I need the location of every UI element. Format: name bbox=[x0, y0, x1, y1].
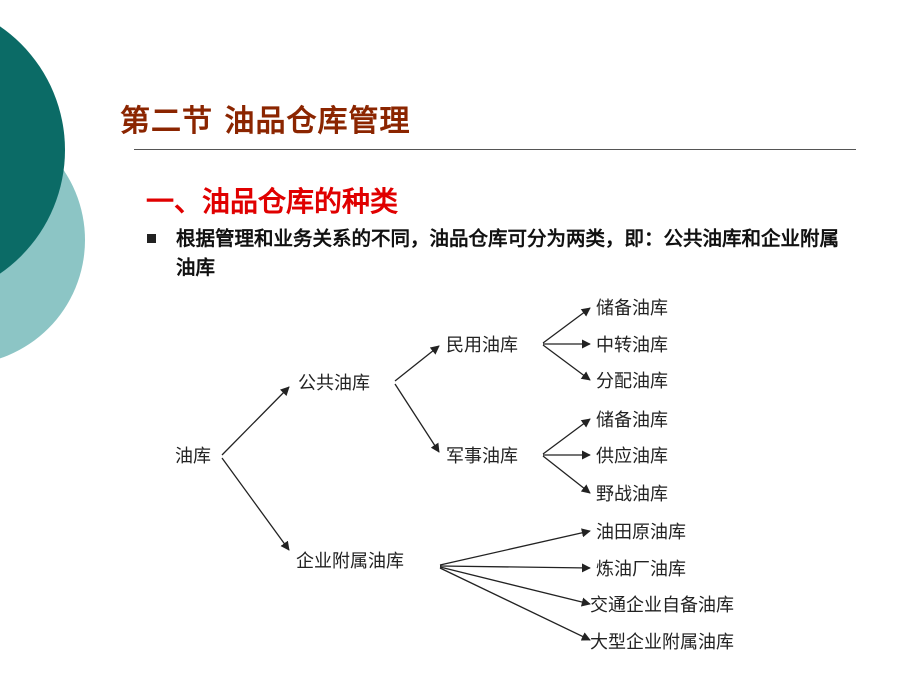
node-enterprise: 企业附属油库 bbox=[296, 551, 404, 572]
node-civil-child: 分配油库 bbox=[596, 371, 668, 392]
arrow-public-military bbox=[394, 383, 440, 453]
title-divider bbox=[134, 149, 856, 150]
arrow-enterprise-1 bbox=[439, 528, 591, 566]
arrow-enterprise-2 bbox=[439, 563, 591, 573]
node-civil-child: 中转油库 bbox=[596, 335, 668, 356]
node-public: 公共油库 bbox=[298, 373, 370, 394]
section-heading: 一、油品仓库的种类 bbox=[146, 185, 399, 218]
arrow-military-1 bbox=[542, 418, 591, 455]
node-civil-child: 储备油库 bbox=[596, 298, 668, 319]
node-root: 油库 bbox=[175, 446, 211, 467]
node-enterprise-child: 炼油厂油库 bbox=[596, 559, 686, 580]
node-military: 军事油库 bbox=[446, 446, 518, 467]
node-military-child: 储备油库 bbox=[596, 410, 668, 431]
arrow-enterprise-4 bbox=[439, 567, 591, 641]
arrow-public-civil bbox=[394, 345, 440, 382]
arrow-civil-3 bbox=[542, 344, 591, 381]
slide-title: 第二节 油品仓库管理 bbox=[120, 104, 411, 139]
arrow-military-3 bbox=[542, 455, 591, 494]
node-civil: 民用油库 bbox=[446, 335, 518, 356]
bullet-square-icon bbox=[147, 234, 156, 243]
node-military-child: 野战油库 bbox=[596, 484, 668, 505]
node-enterprise-child: 油田原油库 bbox=[596, 522, 686, 543]
arrow-root-public bbox=[221, 386, 290, 456]
arrow-civil-1 bbox=[542, 307, 591, 344]
bullet-text: 根据管理和业务关系的不同，油品仓库可分为两类，即：公共油库和企业附属油库 bbox=[176, 227, 840, 279]
decorative-circles bbox=[0, 26, 85, 359]
dark-teal-circle bbox=[0, 26, 65, 274]
node-military-child: 供应油库 bbox=[596, 446, 668, 467]
arrow-root-enterprise bbox=[221, 457, 290, 551]
node-enterprise-child: 交通企业自备油库 bbox=[590, 595, 734, 616]
arrow-enterprise-3 bbox=[439, 566, 591, 607]
node-enterprise-child: 大型企业附属油库 bbox=[590, 632, 734, 653]
